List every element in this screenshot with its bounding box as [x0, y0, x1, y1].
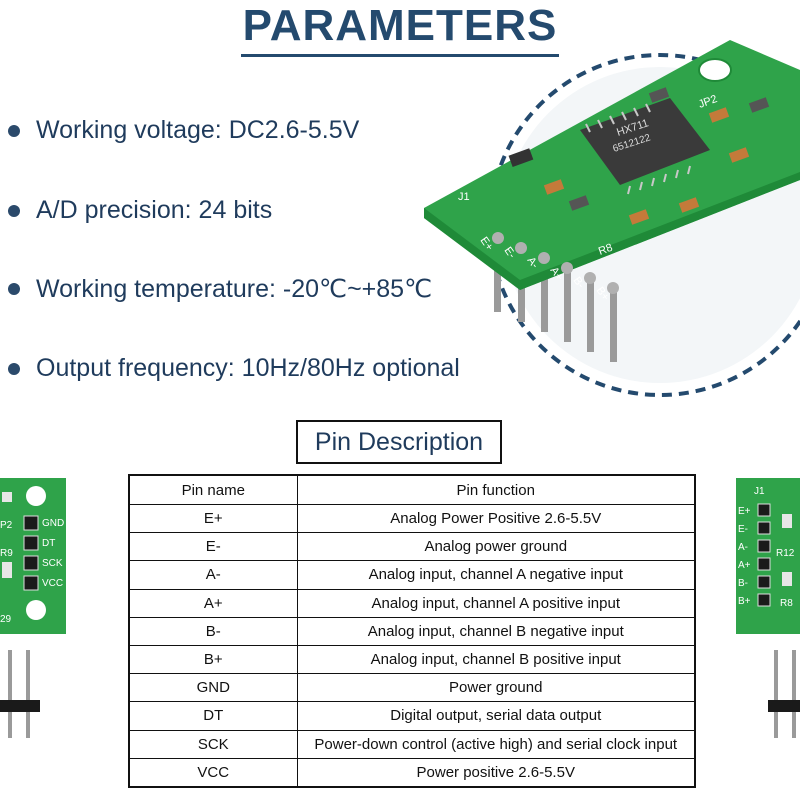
- pin-function-cell: Analog input, channel A negative input: [296, 560, 696, 590]
- pin-name-cell: GND: [128, 673, 298, 703]
- table-row: B-Analog input, channel B negative input: [128, 616, 696, 646]
- header-pins-right: [768, 650, 800, 738]
- parameter-item: A/D precision: 24 bits: [8, 196, 272, 225]
- hx711-board-illustration: HX711 6512122 J1 JP2 R8 E+ E-: [410, 40, 800, 410]
- pin-table: Pin name Pin function E+Analog Power Pos…: [128, 474, 696, 788]
- pin-function-cell: Digital output, serial data output: [296, 701, 696, 731]
- pin-name-cell: DT: [128, 701, 298, 731]
- board-svg: HX711 6512122 J1 JP2 R8 E+ E-: [424, 40, 800, 397]
- table-row: A-Analog input, channel A negative input: [128, 560, 696, 590]
- svg-text:R8: R8: [780, 598, 793, 609]
- pin-name-cell: E+: [128, 503, 298, 534]
- parameter-item: Working temperature: -20℃~+85℃: [8, 274, 432, 304]
- parameter-text: Working voltage: DC2.6-5.5V: [36, 116, 360, 144]
- title-block: PARAMETERS: [0, 0, 800, 57]
- pin-function-cell: Analog input, channel B positive input: [296, 644, 696, 675]
- pin-function-cell: Analog Power Positive 2.6-5.5V: [296, 503, 696, 534]
- svg-text:B+: B+: [738, 596, 751, 607]
- pin-name-cell: SCK: [128, 729, 298, 759]
- table-header-row: Pin name Pin function: [128, 474, 696, 505]
- smd-components: [508, 87, 770, 225]
- page-title: PARAMETERS: [240, 0, 560, 57]
- parameter-text: Output frequency: 10Hz/80Hz optional: [36, 354, 460, 382]
- svg-text:J1: J1: [458, 191, 470, 203]
- column-header: Pin function: [296, 474, 696, 505]
- svg-text:R9: R9: [0, 548, 13, 559]
- svg-text:GND: GND: [42, 518, 64, 529]
- pin-name-cell: B+: [128, 644, 298, 675]
- svg-text:29: 29: [0, 614, 12, 625]
- header-pins-left: [0, 650, 40, 738]
- svg-text:E+: E+: [738, 506, 751, 517]
- bullet-icon: [8, 124, 20, 137]
- bullet-icon: [8, 362, 20, 375]
- parameter-item: Working voltage: DC2.6-5.5V: [8, 116, 359, 145]
- parameter-text: Working temperature: -20℃~+85℃: [36, 275, 433, 303]
- svg-text:A+: A+: [738, 560, 751, 571]
- pin-function-cell: Power ground: [296, 673, 696, 703]
- svg-text:J1: J1: [754, 486, 765, 497]
- svg-text:B-: B-: [738, 578, 748, 589]
- pin-function-cell: Analog input, channel A positive input: [296, 588, 696, 618]
- mounting-hole: [698, 58, 732, 82]
- pin-function-cell: Analog input, channel B negative input: [296, 616, 696, 646]
- table-row: E+Analog Power Positive 2.6-5.5V: [128, 503, 696, 534]
- column-header: Pin name: [128, 474, 298, 505]
- svg-text:DT: DT: [42, 538, 55, 549]
- table-row: A+Analog input, channel A positive input: [128, 588, 696, 618]
- pin-function-cell: Power positive 2.6-5.5V: [296, 757, 696, 788]
- solder-pads: [492, 232, 619, 294]
- svg-text:P2: P2: [0, 520, 13, 531]
- pin-function-cell: Analog power ground: [296, 532, 696, 562]
- right-board-illustration: J1 E+ E- A- A+ B- B+ R12 R8: [730, 478, 800, 800]
- pin-name-cell: VCC: [128, 757, 298, 788]
- table-row: E-Analog power ground: [128, 532, 696, 562]
- left-board-illustration: P2 R9 GND DT SCK VCC 29: [0, 478, 70, 800]
- pin-name-cell: A+: [128, 588, 298, 618]
- pin-function-cell: Power-down control (active high) and ser…: [296, 729, 696, 759]
- svg-text:VCC: VCC: [42, 578, 63, 589]
- bullet-icon: [8, 283, 20, 295]
- bullet-icon: [8, 204, 20, 217]
- parameter-text: A/D precision: 24 bits: [36, 196, 273, 224]
- svg-text:R12: R12: [776, 548, 795, 559]
- hx711-chip: HX711 6512122: [580, 98, 710, 195]
- pin-name-cell: B-: [128, 616, 298, 646]
- pin-name-cell: E-: [128, 532, 298, 562]
- svg-text:SCK: SCK: [42, 558, 63, 569]
- svg-text:E-: E-: [738, 524, 748, 535]
- table-row: B+Analog input, channel B positive input: [128, 644, 696, 675]
- pin-name-cell: A-: [128, 560, 298, 590]
- pin-description-title: Pin Description: [296, 420, 502, 464]
- svg-text:R8: R8: [597, 242, 614, 258]
- svg-text:A-: A-: [738, 542, 748, 553]
- parameter-item: Output frequency: 10Hz/80Hz optional: [8, 354, 460, 383]
